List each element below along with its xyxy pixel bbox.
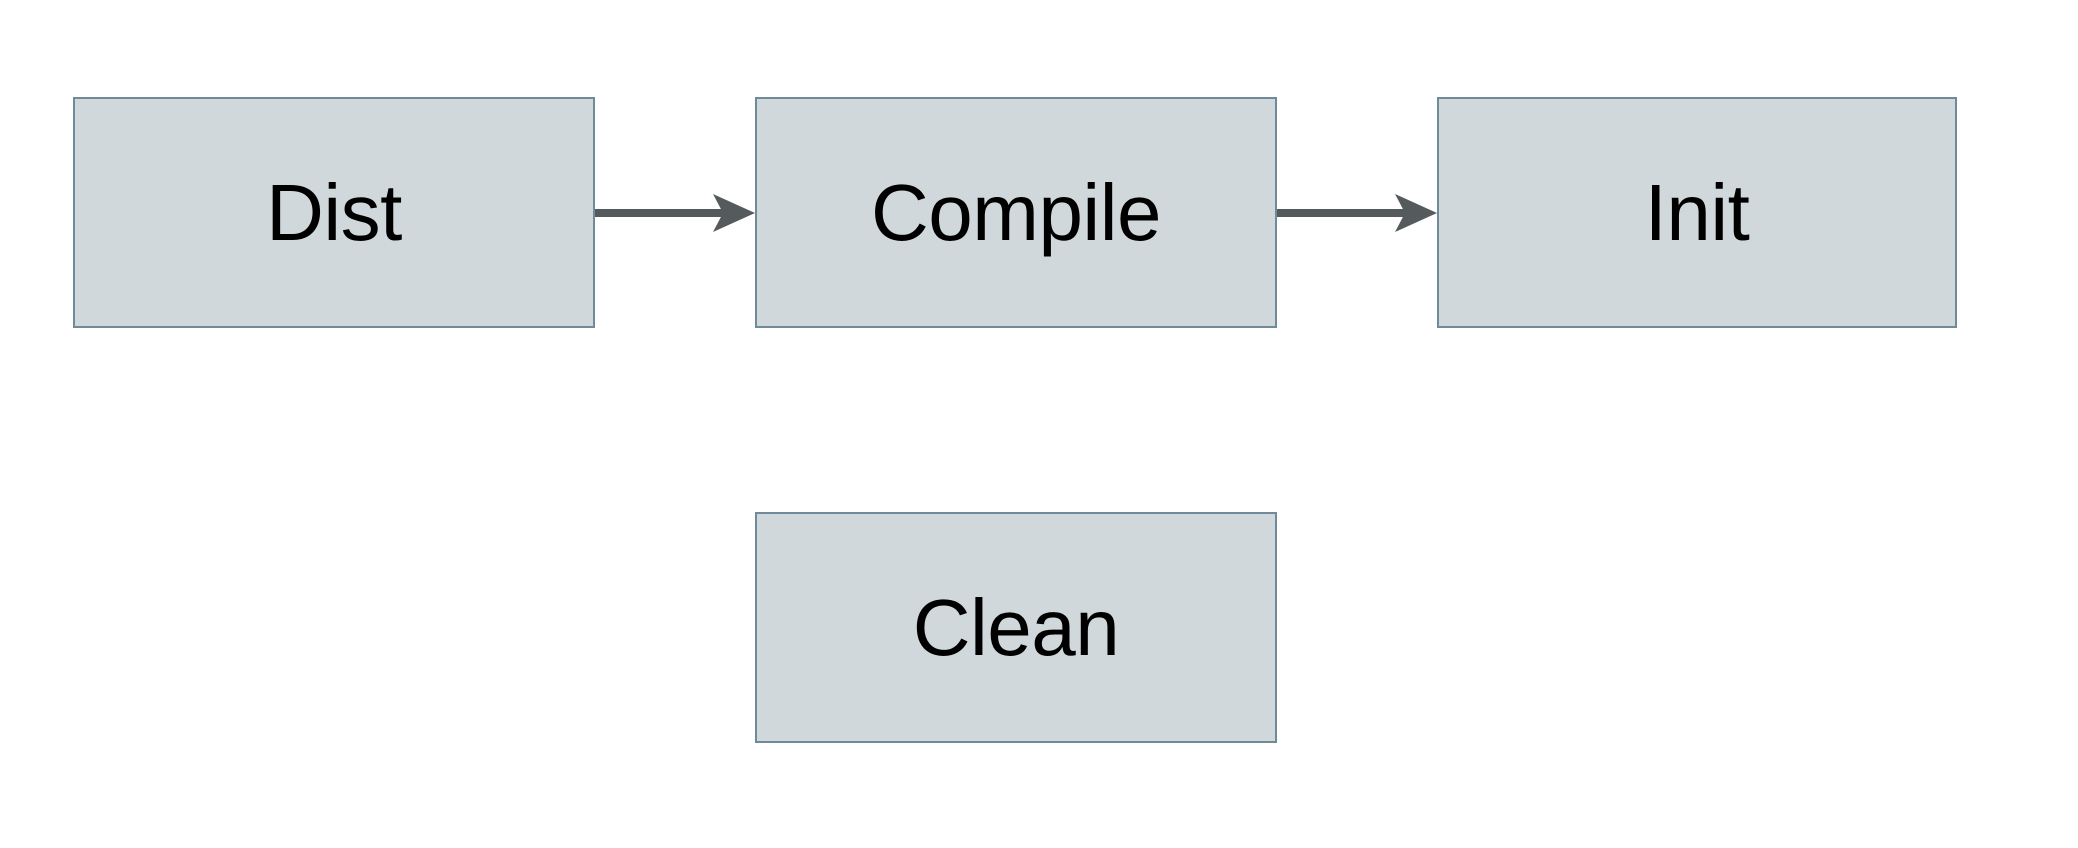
node-dist-label: Dist [266,167,402,257]
node-init-label: Init [1644,167,1750,257]
node-init[interactable]: Init [1437,97,1957,328]
node-compile[interactable]: Compile [755,97,1277,328]
node-compile-label: Compile [871,167,1161,257]
edge-dist-to-compile[interactable] [595,190,759,236]
node-clean-label: Clean [912,582,1120,672]
edge-compile-to-init[interactable] [1277,190,1441,236]
node-clean[interactable]: Clean [755,512,1277,743]
node-dist[interactable]: Dist [73,97,595,328]
